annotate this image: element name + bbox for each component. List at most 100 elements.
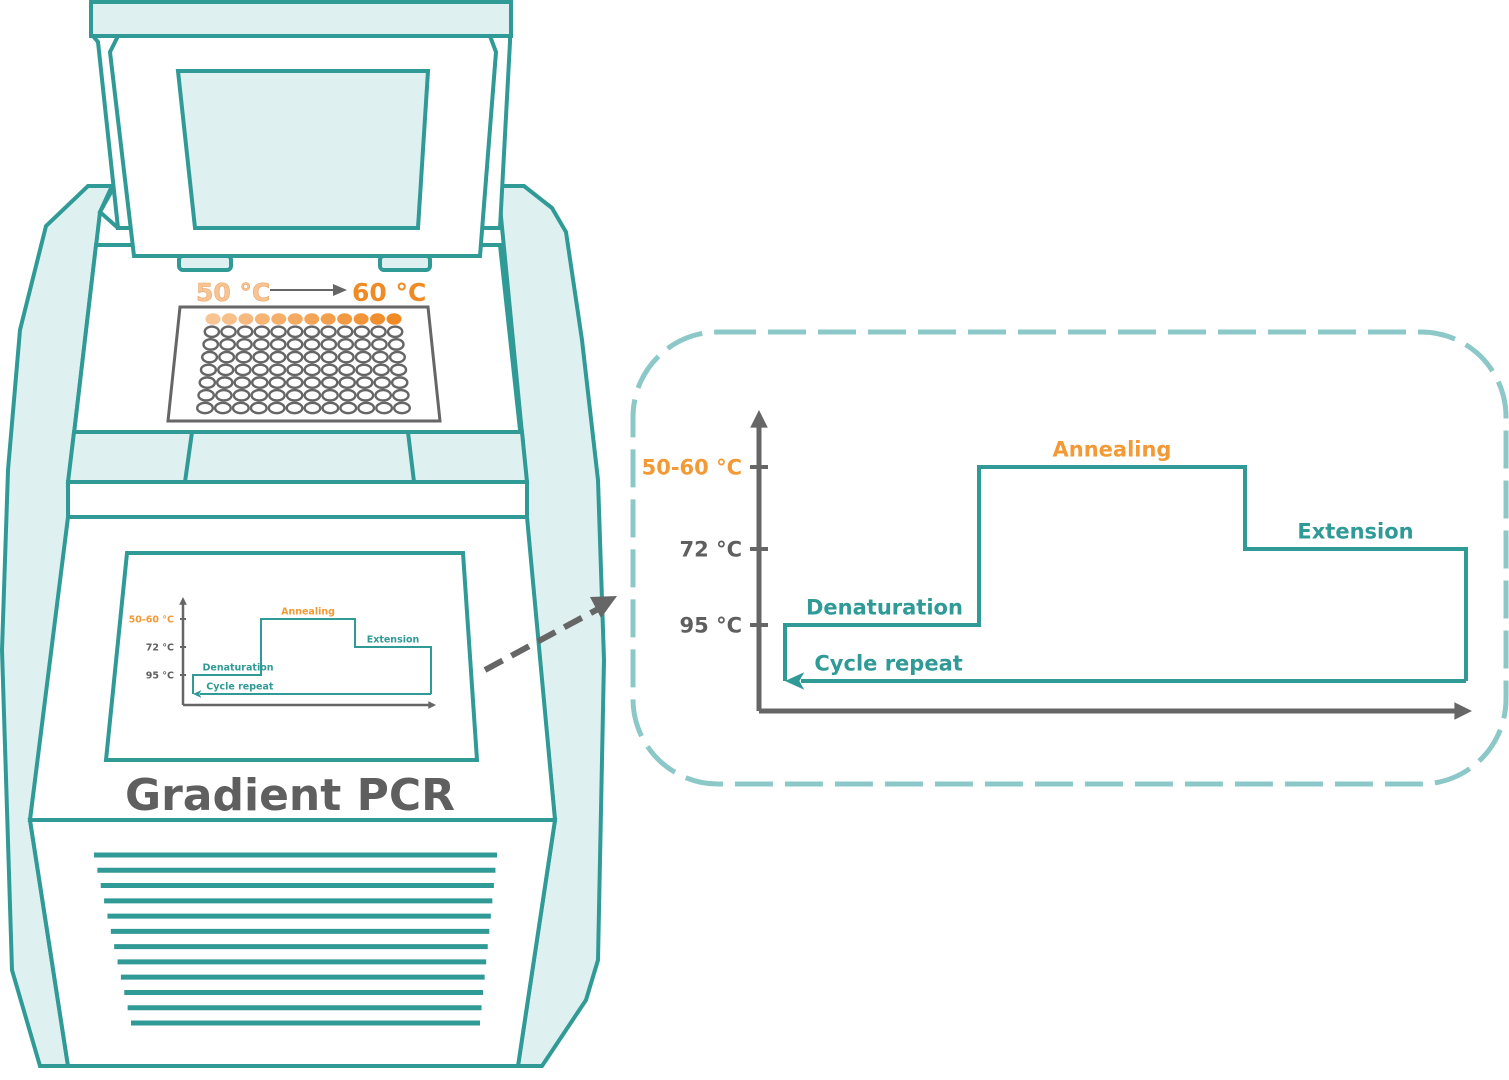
plate-well bbox=[372, 363, 390, 377]
plate-well bbox=[338, 376, 357, 389]
plate-well bbox=[375, 401, 394, 415]
plate-well bbox=[198, 376, 217, 389]
y-tick-label: 95 °C bbox=[680, 613, 742, 637]
gradient-end-label: 60 °C bbox=[352, 278, 426, 307]
plate-well bbox=[201, 350, 219, 364]
plate-well bbox=[236, 338, 253, 351]
cycle-repeat-label: Cycle repeat bbox=[206, 681, 274, 692]
plate-well bbox=[269, 338, 287, 351]
plate-well bbox=[268, 388, 286, 402]
heated-well bbox=[254, 313, 270, 325]
plate-well bbox=[387, 338, 405, 351]
plate-well bbox=[303, 338, 321, 351]
plate-well bbox=[252, 350, 270, 364]
plate-well bbox=[370, 338, 388, 351]
device-base bbox=[27, 818, 558, 1068]
plate-well bbox=[286, 338, 304, 351]
heated-well bbox=[205, 313, 221, 325]
zoom-arrow-head bbox=[590, 596, 617, 618]
deck-band-center bbox=[182, 430, 417, 484]
plate-well bbox=[269, 350, 287, 364]
plate-well bbox=[231, 401, 250, 415]
temperature-profile-line bbox=[783, 465, 1468, 681]
plate-well bbox=[270, 325, 287, 339]
plate-well bbox=[251, 363, 269, 377]
plate-wells bbox=[195, 313, 412, 415]
zoom-arrow-line bbox=[483, 605, 602, 673]
plate-well bbox=[355, 363, 373, 377]
plate-well bbox=[202, 338, 220, 351]
plate-well bbox=[213, 401, 232, 415]
plate-well bbox=[321, 388, 339, 402]
plate-well bbox=[252, 338, 270, 351]
pcr-machine: 50 °C 60 °C 95 °C72 °C50-60 °CDenaturati… bbox=[0, 0, 607, 1068]
plate-well bbox=[268, 363, 287, 377]
plate-well bbox=[320, 363, 339, 377]
plate-well bbox=[197, 388, 216, 402]
plate-well bbox=[303, 388, 322, 402]
plate-well bbox=[232, 388, 251, 402]
heated-well bbox=[370, 313, 386, 325]
y-tick-label: 72 °C bbox=[146, 642, 174, 653]
plate-well bbox=[338, 363, 356, 377]
plate-well bbox=[195, 401, 214, 415]
plate-well bbox=[250, 376, 269, 389]
step-label-annealing: Annealing bbox=[281, 606, 335, 617]
plate-well bbox=[374, 388, 393, 402]
plate-well bbox=[393, 401, 412, 415]
plate-well bbox=[286, 325, 304, 339]
x-axis-arrow-icon bbox=[1454, 702, 1472, 720]
heated-well bbox=[320, 313, 336, 325]
front-upper-strip bbox=[66, 480, 529, 519]
plate-well bbox=[303, 325, 321, 339]
plate-well bbox=[234, 363, 252, 377]
device-title: Gradient PCR bbox=[125, 770, 455, 821]
plate-well bbox=[214, 388, 233, 402]
lid-latch-left bbox=[177, 254, 233, 272]
plate-well bbox=[285, 388, 304, 402]
plate-well bbox=[303, 350, 321, 364]
plate-well bbox=[386, 325, 404, 339]
heated-well bbox=[287, 313, 303, 325]
plate-well bbox=[303, 376, 322, 389]
plate-well bbox=[356, 388, 375, 402]
y-tick-label: 72 °C bbox=[680, 537, 742, 561]
plate-well bbox=[337, 350, 355, 364]
plate-well bbox=[253, 325, 271, 339]
plate-well bbox=[233, 376, 252, 389]
vent-grille bbox=[94, 852, 497, 1026]
plate-well bbox=[353, 325, 371, 339]
plate-well bbox=[370, 325, 387, 339]
plate-well bbox=[286, 350, 304, 364]
plate-well bbox=[390, 376, 409, 389]
cycle-repeat-arrow-icon bbox=[193, 690, 202, 698]
gradient-arrow-head bbox=[333, 284, 347, 296]
heated-well bbox=[221, 313, 237, 325]
plate-well bbox=[219, 338, 237, 351]
heated-well bbox=[386, 313, 402, 325]
lid-top-bar bbox=[89, 0, 513, 38]
x-axis-arrow-icon bbox=[428, 701, 436, 709]
plate-well bbox=[236, 325, 254, 339]
plate-well bbox=[249, 401, 268, 415]
plate-well bbox=[371, 350, 389, 364]
plate-well bbox=[339, 401, 358, 415]
plate-well bbox=[216, 376, 234, 389]
heated-well bbox=[304, 313, 320, 325]
mini-cycle-chart: 95 °C72 °C50-60 °CDenaturationAnnealingE… bbox=[129, 597, 436, 709]
heated-well bbox=[238, 313, 254, 325]
cycle-chart: 95 °C72 °C50-60 °CDenaturationAnnealingE… bbox=[642, 410, 1472, 720]
plate-well bbox=[220, 325, 237, 339]
cycle-repeat-label: Cycle repeat bbox=[814, 652, 962, 676]
plate-well bbox=[336, 325, 354, 339]
plate-well bbox=[388, 350, 406, 364]
temperature-profile-line bbox=[192, 618, 432, 694]
display-screen bbox=[103, 551, 480, 762]
plate-well bbox=[391, 388, 410, 402]
plate-well bbox=[338, 388, 357, 402]
plate-well bbox=[320, 376, 339, 389]
plate-well bbox=[320, 325, 337, 339]
plate-well bbox=[217, 363, 235, 377]
heated-well bbox=[271, 313, 287, 325]
lid-latch-right bbox=[378, 254, 432, 272]
